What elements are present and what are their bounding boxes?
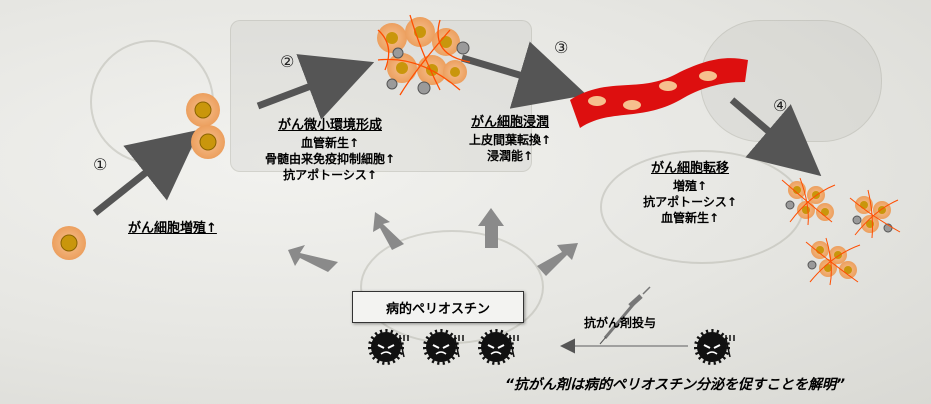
effect-arrow-up	[478, 208, 504, 248]
effect-arrow-right	[537, 243, 578, 276]
single-cancer-cell	[52, 226, 86, 260]
stage3-item: 浸潤能↑	[486, 148, 534, 163]
effect-arrow-left	[288, 245, 338, 272]
stage2-item: 抗アポトーシス↑	[283, 167, 377, 182]
stage3-title: がん細胞浸潤	[470, 115, 549, 130]
anticancer-admin-label: 抗がん剤投与	[584, 316, 657, 330]
periostin-character-3	[478, 329, 519, 365]
proliferated-cells	[186, 93, 225, 159]
metastasis-cluster-1	[781, 177, 836, 226]
stage4-label: がん細胞転移 増殖↑ 抗アポトーシス↑ 血管新生↑	[630, 160, 750, 226]
arrow-step1	[92, 129, 200, 216]
arrow-step4	[729, 97, 822, 177]
metastasis-cluster-3	[805, 237, 861, 286]
arrow-step3	[461, 41, 587, 109]
stage2-item: 血管新生↑	[300, 135, 360, 150]
stage2-label: がん微小環境形成 血管新生↑ 骨髄由来免疫抑制細胞↑ 抗アポトーシス↑	[255, 117, 405, 183]
effect-arrow-upleft	[373, 212, 404, 250]
blood-vessel	[570, 58, 748, 128]
stage4-item: 増殖↑	[672, 178, 708, 193]
stage2-item: 骨髄由来免疫抑制細胞↑	[264, 151, 396, 166]
stage4-item: 抗アポトーシス↑	[643, 194, 737, 209]
microenvironment-cluster	[377, 14, 471, 96]
stage1-label: がん細胞増殖↑	[128, 216, 217, 238]
periostin-box: 病的ペリオスチン	[352, 291, 524, 323]
progression-arrows	[92, 41, 822, 216]
periostin-arrows	[288, 208, 578, 276]
metastasis-cluster-2	[849, 189, 901, 239]
periostin-character-4	[694, 329, 735, 365]
conclusion-text: “抗がん剤は病的ペリオスチン分泌を促すことを解明”	[505, 377, 846, 393]
periostin-box-label: 病的ペリオスチン	[385, 301, 490, 317]
step-4-label: ④	[773, 96, 788, 115]
step-2-label: ②	[280, 52, 295, 71]
arrow-step2	[256, 54, 375, 120]
stage2-title: がん微小環境形成	[277, 118, 382, 133]
periostin-character-1	[368, 329, 409, 365]
stage4-title: がん細胞転移	[650, 161, 729, 176]
stage4-item: 血管新生↑	[660, 210, 720, 225]
stage3-label: がん細胞浸潤 上皮間葉転換↑ 浸潤能↑	[455, 114, 565, 164]
periostin-character-2	[423, 329, 464, 365]
syringe-icon	[599, 286, 651, 345]
step-3-label: ③	[554, 38, 569, 57]
step-1-label: ①	[93, 155, 108, 174]
stage3-item: 上皮間葉転換↑	[468, 132, 552, 147]
stage1-title: がん細胞増殖↑	[128, 221, 217, 236]
